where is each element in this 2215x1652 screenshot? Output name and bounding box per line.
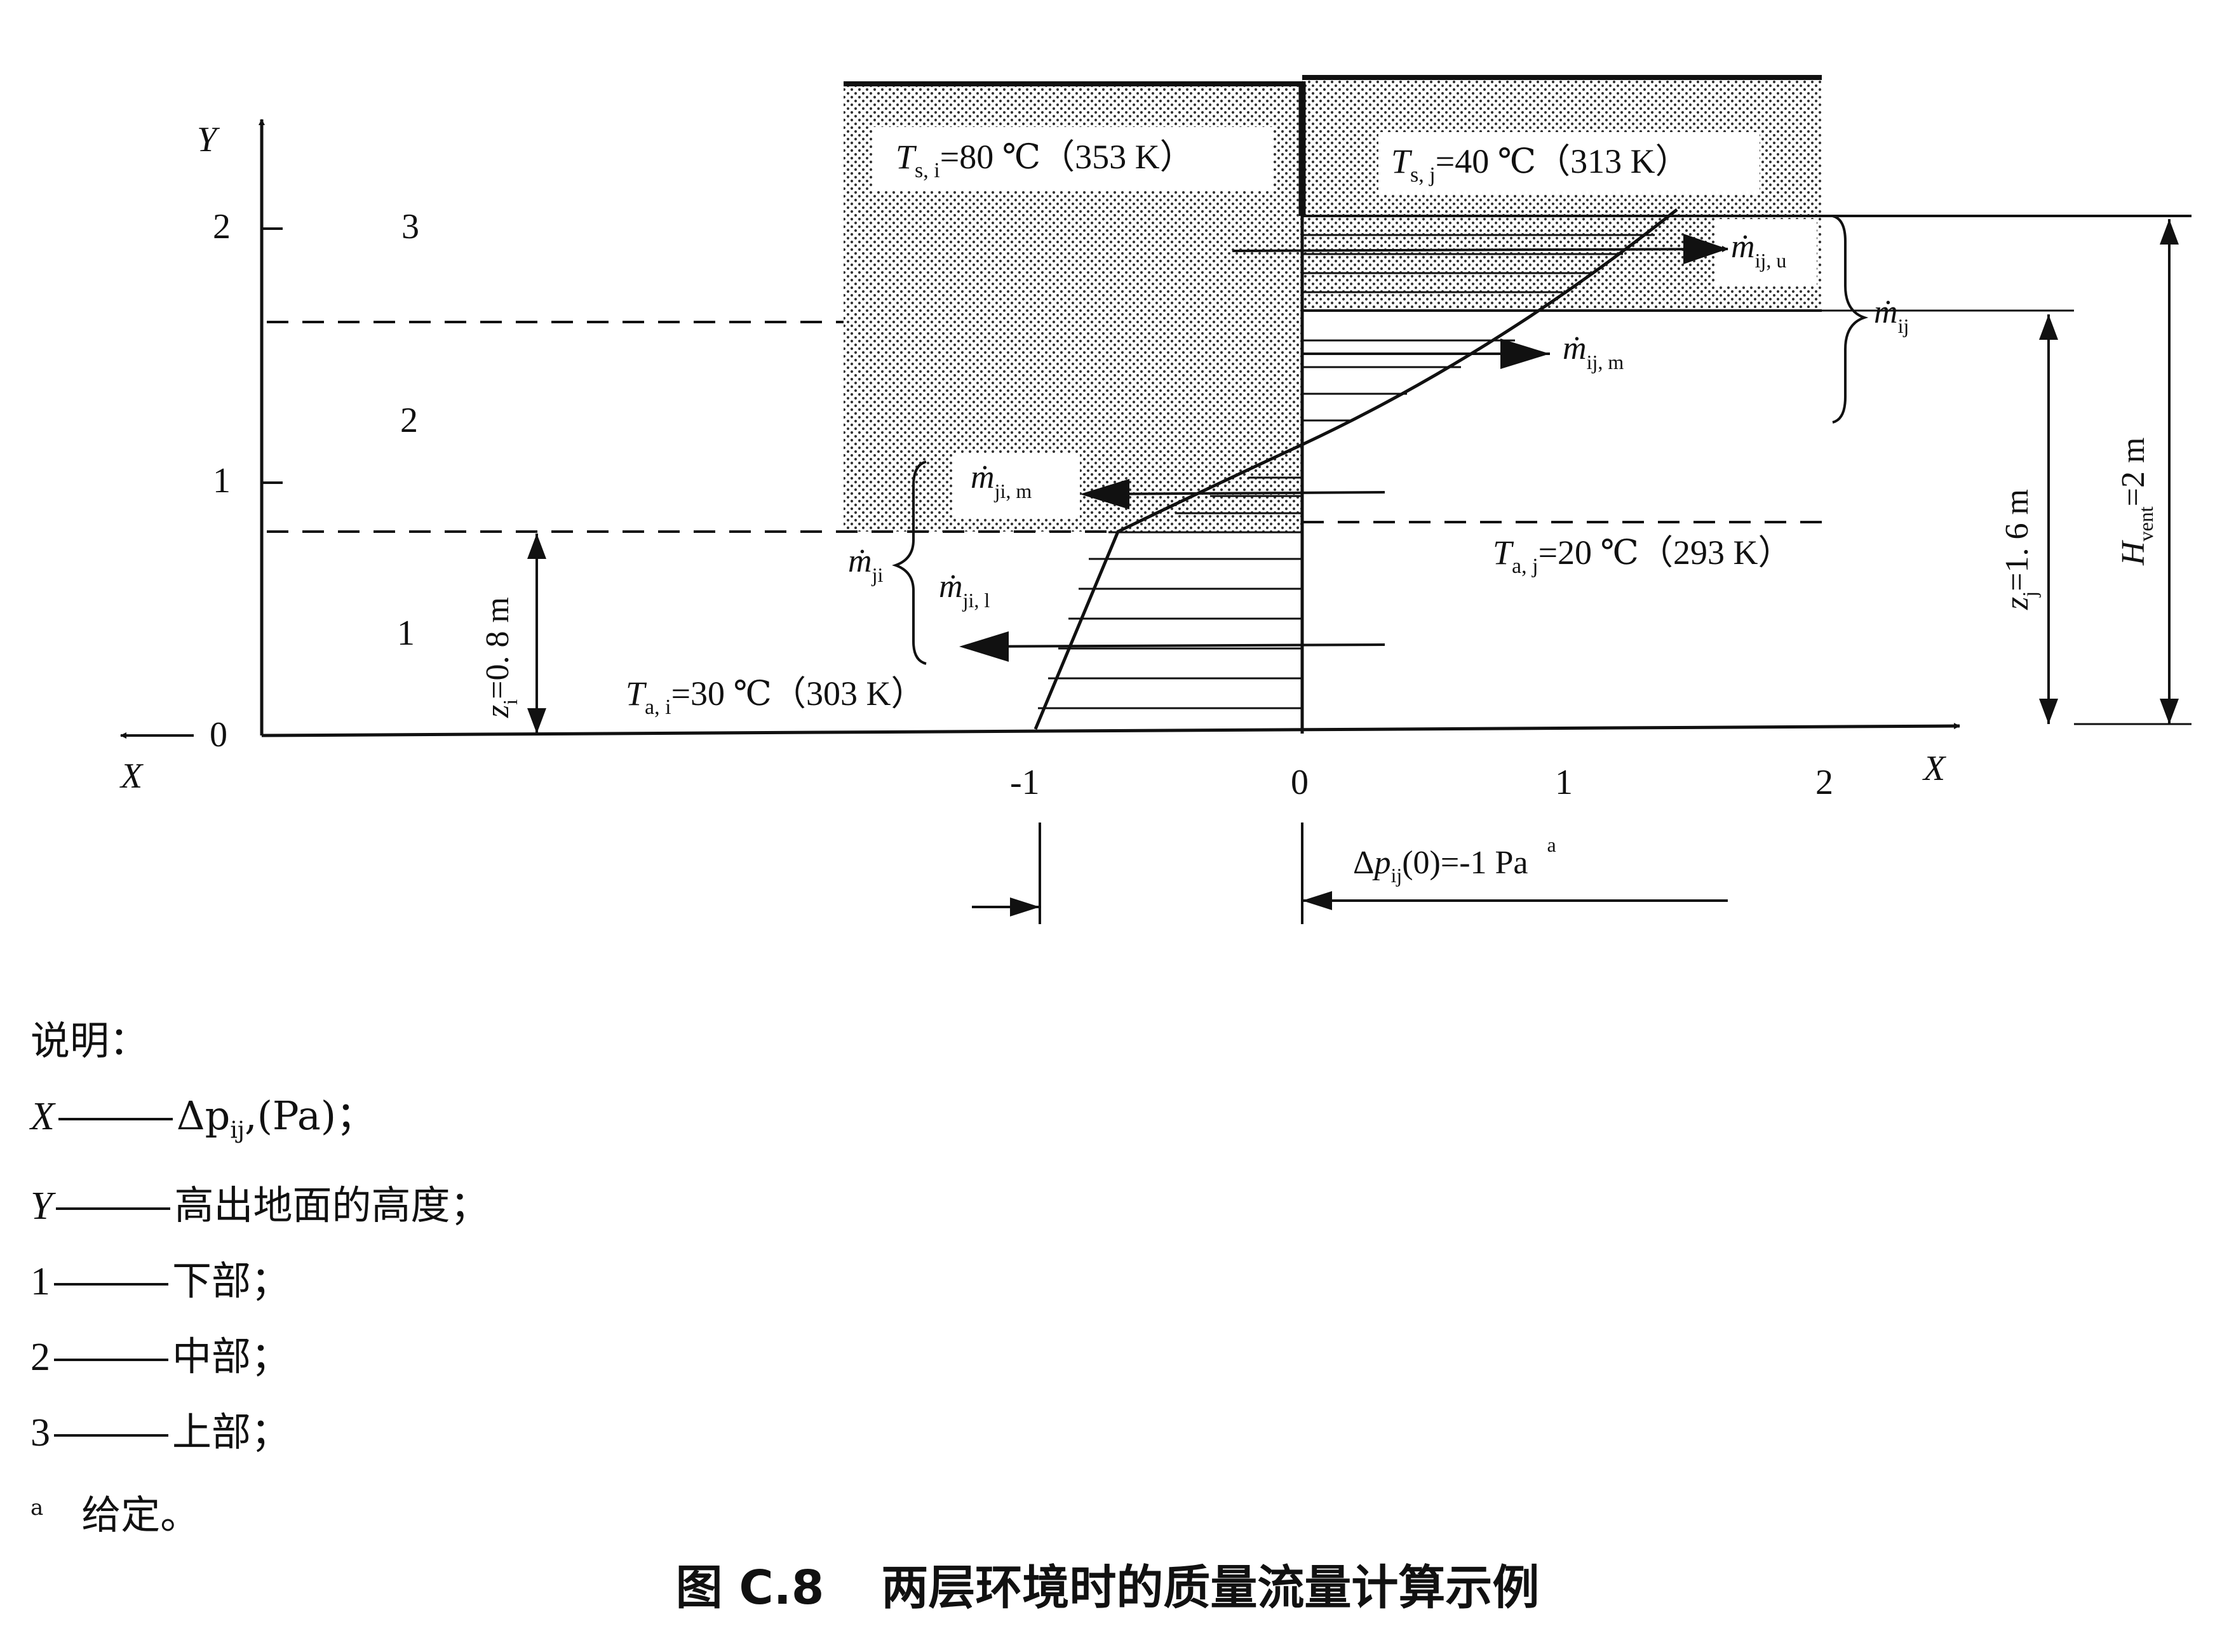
label-m-ji-l: ṁji, l — [939, 568, 990, 612]
legend-title: 说明： — [30, 1017, 149, 1064]
pressure-profile-curve — [1033, 208, 1678, 730]
x-tick-neg1: -1 — [1010, 763, 1040, 802]
label-m-ji-m: ṁji, m — [971, 459, 1032, 502]
label-m-ij: ṁij — [1874, 294, 1909, 337]
pressure-hatching — [1038, 234, 1655, 709]
flow-arrow-ji-m — [1086, 491, 1385, 495]
brace-m-ij — [1832, 215, 1869, 424]
brace-m-ji — [892, 460, 927, 665]
zone-1: 1 — [397, 614, 415, 653]
zone-2: 2 — [400, 401, 418, 440]
label-t-si: Ts, i=80 ℃（353 K） — [896, 138, 1194, 182]
y-tick-2: 2 — [213, 207, 231, 246]
label-m-ij-u: ṁij, u — [1731, 229, 1786, 272]
flow-arrow-ji-l — [965, 643, 1385, 648]
label-t-ai: Ta, i=30 ℃（303 K） — [626, 675, 925, 719]
label-z-i: zi=0. 8 m — [480, 597, 522, 718]
x-tick-1: 1 — [1555, 763, 1573, 802]
label-t-sj: Ts, j=40 ℃（313 K） — [1391, 142, 1690, 187]
y-axis-label: Y — [197, 120, 220, 159]
flow-arrow-ij-u — [1232, 246, 1728, 253]
x-axis-left-label: X — [119, 756, 144, 796]
x-axis-label: X — [1922, 749, 1947, 788]
y-tick-1: 1 — [213, 461, 231, 500]
figure-title: 两层环境时的质量流量计算示例 — [881, 1561, 1540, 1615]
label-m-ij-m: ṁij, m — [1563, 330, 1624, 373]
x-axis — [261, 723, 1960, 737]
y-tick-0: 0 — [210, 715, 227, 755]
label-m-ji: ṁji — [848, 543, 883, 586]
zone-3: 3 — [401, 207, 419, 246]
x-tick-2: 2 — [1815, 763, 1833, 802]
label-z-j: zj=1. 6 m — [1999, 489, 2041, 610]
mass-flow-diagram: Y 2 1 0 X X -1 0 1 2 3 2 1 Ts, i=80 ℃（35… — [119, 75, 2191, 924]
figure-caption: 图 C.8 两层环境时的质量流量计算示例 — [0, 1550, 2215, 1618]
figure-number: 图 C.8 — [675, 1561, 825, 1615]
label-t-aj: Ta, j=20 ℃（293 K） — [1493, 534, 1792, 578]
x-tick-0: 0 — [1291, 763, 1309, 802]
label-h-vent: Hvent=2 m — [2115, 438, 2157, 566]
